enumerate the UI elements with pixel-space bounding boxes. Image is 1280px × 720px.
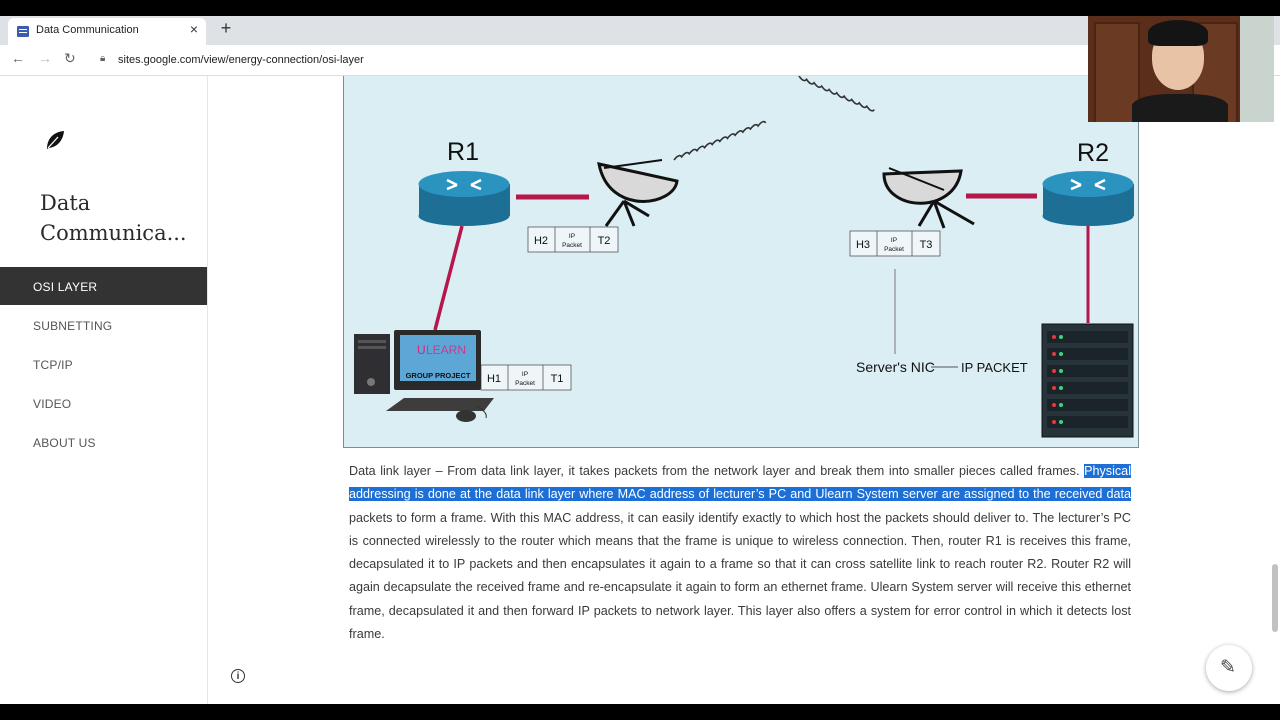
frame-h2-label: H2 [534, 235, 548, 247]
pencil-icon: ✎ [1220, 657, 1236, 678]
lock-icon: 🔒︎ [100, 53, 106, 64]
frame-packet-label: Packet [515, 380, 535, 387]
pc-brand-text: LEARN [426, 343, 466, 357]
webcam-overlay [1088, 16, 1274, 122]
server-nic-label: Server's NIC [856, 359, 935, 375]
frame-t2-label: T2 [598, 235, 611, 247]
frame-ip-label: IP [891, 237, 897, 244]
nav-item-label: SUBNETTING [33, 319, 113, 333]
nav-item-label: ABOUT US [33, 436, 96, 450]
label-r1: R1 [447, 138, 479, 166]
url-text: sites.google.com/view/energy-connection/… [118, 54, 364, 66]
label-r2: R2 [1077, 139, 1109, 167]
paragraph-text-1: Data link layer – From data link layer, … [349, 464, 1085, 478]
ip-packet-label: IP PACKET [961, 360, 1028, 375]
page-favicon [17, 26, 29, 37]
webcam-background-wall [1240, 16, 1274, 122]
paragraph-text-2: packets to form a frame. With this MAC a… [349, 510, 1131, 642]
forward-icon[interactable]: → [38, 50, 52, 66]
frame-t3-label: T3 [920, 239, 933, 251]
pc-brand-u: U [417, 343, 426, 357]
frame-packet-label: Packet [884, 246, 904, 253]
nav-item-label: TCP/IP [33, 358, 73, 372]
router-r1 [418, 171, 510, 226]
description-paragraph: Data link layer – From data link layer, … [349, 460, 1131, 646]
link-r1-pc [433, 225, 464, 331]
frame-t1-label: T1 [551, 373, 564, 385]
scrollbar-thumb[interactable] [1272, 564, 1278, 632]
pc-screen-text: GROUP PROJECT [406, 371, 471, 380]
presenter-hair [1148, 20, 1208, 46]
presenter-shirt [1132, 94, 1228, 122]
nav-item-about-us[interactable]: ABOUT US [0, 423, 207, 461]
router-r2 [1042, 171, 1134, 226]
site-sidebar: Data Communica... OSI LAYER SUBNETTING T… [0, 76, 208, 704]
lecturer-pc [354, 330, 494, 422]
nav-item-subnetting[interactable]: SUBNETTING [0, 306, 207, 344]
diagram-canvas: R1 R2 H2 IP Packet T2 H3 IP Packet T3 H1… [354, 76, 1134, 438]
browser-toolbar: ← → ↻ 🔒︎ sites.google.com/view/energy-co… [0, 45, 1280, 76]
signal-wave-right [798, 76, 875, 112]
leaf-logo-icon[interactable] [44, 129, 66, 151]
nav-item-label: VIDEO [33, 397, 72, 411]
frame-ip-label: IP [522, 371, 528, 378]
back-icon[interactable]: ← [11, 50, 25, 66]
frame-ip-label: IP [569, 233, 575, 240]
site-title[interactable]: Data Communica... [40, 191, 187, 245]
info-icon[interactable]: i [231, 669, 245, 683]
nav-item-label: OSI LAYER [33, 280, 98, 294]
ulearn-server [1041, 323, 1134, 438]
close-icon[interactable]: × [189, 21, 198, 37]
address-bar[interactable]: 🔒︎ sites.google.com/view/energy-connecti… [92, 48, 1082, 72]
tab-title: Data Communication [36, 24, 139, 36]
frame-h1-label: H1 [487, 373, 501, 385]
browser-tab[interactable]: Data Communication × [8, 18, 206, 45]
frame-packet-label: Packet [562, 242, 582, 249]
frame-h2-t2 [527, 226, 619, 253]
nav-item-video[interactable]: VIDEO [0, 384, 207, 422]
tab-strip [0, 16, 1280, 45]
nav-item-tcp-ip[interactable]: TCP/IP [0, 345, 207, 383]
reload-icon[interactable]: ↻ [64, 50, 76, 66]
satellite-dish-right [882, 167, 975, 229]
frame-h3-t3 [849, 230, 941, 257]
network-diagram: R1 R2 H2 IP Packet T2 H3 IP Packet T3 H1… [343, 76, 1139, 448]
nav-item-osi-layer[interactable]: OSI LAYER [0, 267, 207, 305]
frame-h3-label: H3 [856, 239, 870, 251]
signal-wave-left [673, 120, 767, 161]
new-tab-button[interactable]: + [220, 18, 232, 38]
page-content: Data Communica... OSI LAYER SUBNETTING T… [0, 76, 1280, 704]
satellite-dish-left [597, 159, 679, 227]
edit-button[interactable]: ✎ [1206, 645, 1252, 691]
